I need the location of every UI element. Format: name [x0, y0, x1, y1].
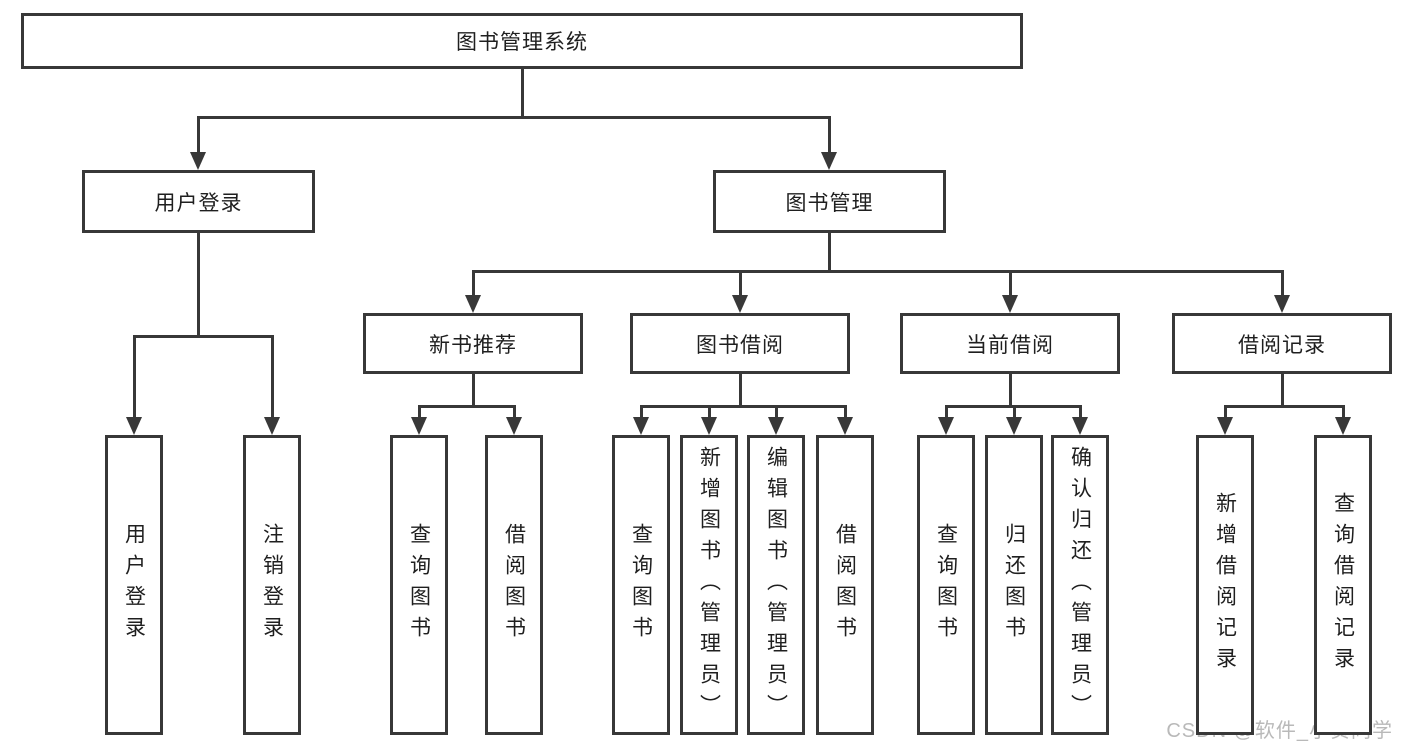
node-c-query-label: 查询图书 — [934, 523, 958, 647]
arrowhead-down-icon — [1335, 417, 1351, 435]
connector-line — [944, 406, 948, 417]
node-b-borrow: 借阅图书 — [816, 435, 874, 735]
connector-line — [1280, 374, 1284, 406]
connector-line — [639, 404, 847, 408]
connector-line — [270, 336, 274, 417]
node-mgmt-label: 图书管理 — [785, 191, 874, 215]
node-login: 用户登录 — [82, 170, 315, 233]
arrowhead-down-icon — [1002, 295, 1018, 313]
node-logout: 注销登录 — [243, 435, 301, 735]
connector-line — [944, 404, 1082, 408]
connector-line — [1223, 406, 1227, 417]
node-login-label: 用户登录 — [154, 191, 243, 215]
connector-line — [417, 406, 421, 417]
node-b-borrow-label: 借阅图书 — [833, 523, 857, 647]
connector-line — [1223, 404, 1345, 408]
connector-line — [196, 115, 831, 119]
connector-line — [639, 406, 643, 417]
node-nr-query-label: 查询图书 — [407, 523, 431, 647]
connector-line — [738, 271, 742, 295]
node-borrow-label: 图书借阅 — [696, 333, 784, 357]
node-b-add-label: 新增图书（管理员） — [697, 445, 721, 725]
connector-line — [1008, 271, 1012, 295]
node-c-confirm: 确认归还（管理员） — [1051, 435, 1109, 735]
connector-line — [520, 69, 524, 117]
node-new-rec-label: 新书推荐 — [429, 333, 517, 357]
arrowhead-down-icon — [837, 417, 853, 435]
node-r-add-label: 新增借阅记录 — [1213, 492, 1237, 678]
connector-line — [1341, 406, 1345, 417]
arrowhead-down-icon — [732, 295, 748, 313]
connector-line — [1012, 406, 1016, 417]
connector-line — [738, 374, 742, 406]
connector-line — [1008, 374, 1012, 406]
connector-line — [1078, 406, 1082, 417]
node-c-confirm-label: 确认归还（管理员） — [1068, 445, 1092, 725]
connector-line — [417, 404, 516, 408]
arrowhead-down-icon — [821, 152, 837, 170]
node-nr-borrow: 借阅图书 — [485, 435, 543, 735]
node-current: 当前借阅 — [900, 313, 1120, 374]
connector-line — [707, 406, 711, 417]
connector-line — [132, 336, 136, 417]
node-root-label: 图书管理系统 — [456, 31, 588, 54]
node-nr-query: 查询图书 — [390, 435, 448, 735]
node-user-login-label: 用户登录 — [122, 523, 146, 647]
node-r-query-label: 查询借阅记录 — [1331, 492, 1355, 678]
arrowhead-down-icon — [190, 152, 206, 170]
connector-line — [843, 406, 847, 417]
connector-line — [132, 334, 274, 338]
arrowhead-down-icon — [506, 417, 522, 435]
node-r-query: 查询借阅记录 — [1314, 435, 1372, 735]
node-c-query: 查询图书 — [917, 435, 975, 735]
node-b-edit-label: 编辑图书（管理员） — [764, 445, 788, 725]
node-b-add: 新增图书（管理员） — [680, 435, 738, 735]
arrowhead-down-icon — [701, 417, 717, 435]
node-r-add: 新增借阅记录 — [1196, 435, 1254, 735]
node-current-label: 当前借阅 — [966, 333, 1054, 357]
arrowhead-down-icon — [768, 417, 784, 435]
node-b-query-label: 查询图书 — [629, 523, 653, 647]
node-new-rec: 新书推荐 — [363, 313, 583, 374]
node-user-login: 用户登录 — [105, 435, 163, 735]
arrowhead-down-icon — [1274, 295, 1290, 313]
node-borrow: 图书借阅 — [630, 313, 850, 374]
connector-line — [471, 269, 1284, 273]
node-records-label: 借阅记录 — [1238, 333, 1326, 357]
connector-line — [827, 117, 831, 152]
connector-line — [512, 406, 516, 417]
node-records: 借阅记录 — [1172, 313, 1392, 374]
node-logout-label: 注销登录 — [260, 523, 284, 647]
arrowhead-down-icon — [633, 417, 649, 435]
arrowhead-down-icon — [465, 295, 481, 313]
arrowhead-down-icon — [938, 417, 954, 435]
arrowhead-down-icon — [1072, 417, 1088, 435]
node-c-return-label: 归还图书 — [1002, 523, 1026, 647]
arrowhead-down-icon — [126, 417, 142, 435]
connector-line — [196, 233, 200, 336]
connector-line — [774, 406, 778, 417]
arrowhead-down-icon — [264, 417, 280, 435]
arrowhead-down-icon — [1217, 417, 1233, 435]
connector-line — [1280, 271, 1284, 295]
node-mgmt: 图书管理 — [713, 170, 946, 233]
node-root: 图书管理系统 — [21, 13, 1023, 69]
connector-line — [196, 117, 200, 152]
arrowhead-down-icon — [411, 417, 427, 435]
node-b-query: 查询图书 — [612, 435, 670, 735]
node-c-return: 归还图书 — [985, 435, 1043, 735]
connector-line — [827, 233, 831, 271]
arrowhead-down-icon — [1006, 417, 1022, 435]
connector-line — [471, 271, 475, 295]
connector-line — [471, 374, 475, 406]
node-b-edit: 编辑图书（管理员） — [747, 435, 805, 735]
node-nr-borrow-label: 借阅图书 — [502, 523, 526, 647]
